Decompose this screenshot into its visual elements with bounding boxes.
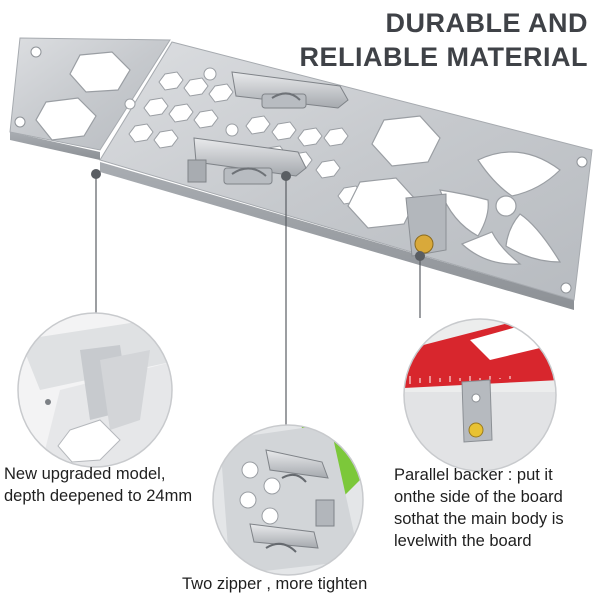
page-title: DURABLE AND RELIABLE MATERIAL [288, 6, 588, 74]
caption-backer-line-2: onthe side of the board [394, 488, 563, 506]
caption-backer-line-3: sothat the main body is [394, 510, 564, 528]
detail-circle-clamps [212, 424, 364, 576]
caption-clamps: Two zipper , more tighten [182, 573, 422, 595]
caption-backer-line-1: Parallel backer : put it [394, 466, 553, 484]
speed-square [404, 320, 556, 388]
title-line-1: DURABLE AND [385, 8, 588, 38]
caption-backer: Parallel backer : put it onthe side of t… [394, 464, 600, 552]
propeller-cutout [439, 151, 562, 265]
detail-circle-depth [17, 312, 173, 468]
caption-depth-line-2: depth deepened to 24mm [4, 487, 193, 505]
caption-depth: New upgraded model, depth deepened to 24… [4, 463, 234, 507]
caption-depth-line-1: New upgraded model, [4, 465, 166, 483]
plate-main-section [99, 41, 593, 301]
callout-dot-icon [91, 169, 425, 261]
jig-plate [9, 37, 593, 310]
title-line-2: RELIABLE MATERIAL [299, 42, 588, 72]
toggle-clamp-icon [187, 71, 349, 185]
backer-pin-icon [414, 234, 434, 254]
detail-circle-backer [403, 318, 557, 472]
callout-lines [95, 174, 421, 426]
parallel-backer [405, 193, 447, 257]
caption-clamps-line-1: Two zipper , more tighten [182, 575, 368, 593]
caption-backer-line-4: levelwith the board [394, 532, 532, 550]
